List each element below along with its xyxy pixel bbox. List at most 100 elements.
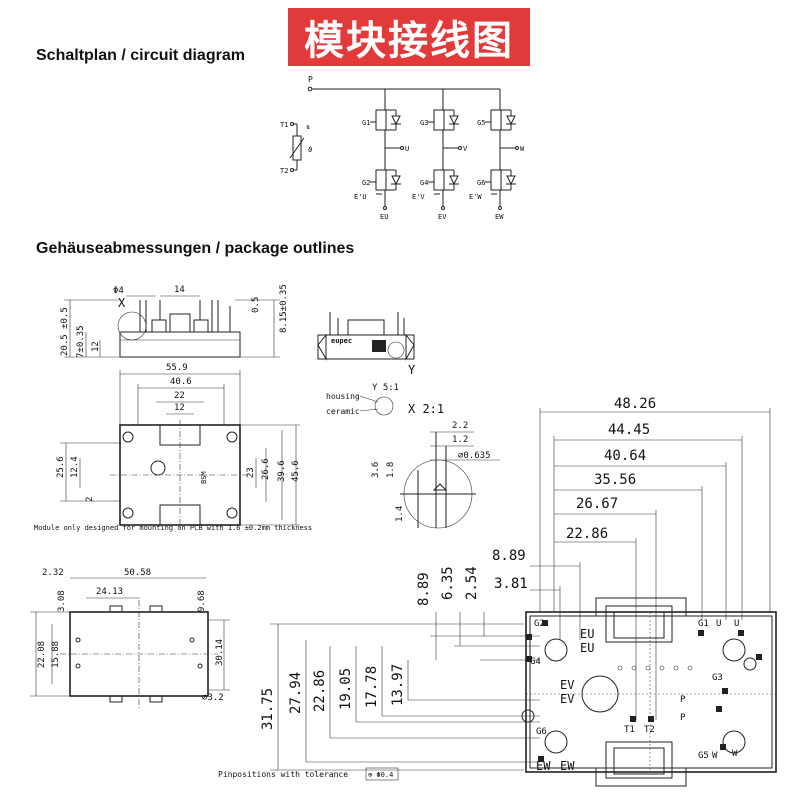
dim-0-635: ⌀0.635 [458, 451, 491, 461]
dim-31-75: 31.75 [260, 688, 276, 730]
dim-22: 22 [174, 391, 185, 401]
label-y51: Y 5:1 [372, 383, 399, 393]
label-g6: G6 [477, 179, 485, 187]
pin-w-1: W [712, 751, 718, 761]
label-ceramic: ceramic [326, 407, 360, 416]
dim-23: 23 [246, 467, 256, 478]
label-eu-prime: E'U [354, 193, 367, 201]
dim-27-94: 27.94 [288, 672, 304, 714]
label-theta: ϑ [308, 146, 312, 154]
label-x21: X 2:1 [408, 402, 444, 416]
dim-22-08: 22.08 [37, 641, 47, 668]
dim-40-6: 40.6 [170, 377, 192, 387]
pin-g6: G6 [536, 727, 547, 737]
pin-u-1: U [716, 619, 721, 629]
side-view: X Φ4 14 0.5 8.15±0.35 20.5 ±0.5 7±0.35 1… [60, 284, 289, 358]
label-g5: G5 [477, 119, 485, 127]
pin-position-view: 48.26 44.45 40.64 35.56 26.67 22.86 8.89… [260, 396, 777, 787]
dim-40-64: 40.64 [604, 448, 646, 464]
dim-30-14: 30.14 [215, 639, 225, 666]
module-label-block [372, 340, 386, 352]
pin-grid-dots [617, 665, 693, 671]
pin-u-2: U [734, 619, 739, 629]
dim-39-6: 39.6 [277, 460, 287, 482]
dim-12-4: 12.4 [70, 456, 80, 478]
dim-2: 2 [85, 497, 95, 502]
dim-19-05: 19.05 [338, 668, 354, 710]
pin-g3: G3 [712, 673, 723, 683]
detail-views: Y 5:1 housing ceramic X 2:1 2.2 1.2 ⌀0.6… [326, 383, 500, 529]
label-w: W [520, 145, 525, 153]
thermistor-symbol: T1 T2 ⇅ ϑ [280, 121, 312, 175]
pin-g4: G4 [530, 657, 541, 667]
dim-7: 7±0.35 [76, 325, 86, 358]
pin-p-1: P [680, 695, 686, 705]
label-ew: EW [495, 213, 504, 221]
dim-13-97: 13.97 [390, 664, 406, 706]
dim-50-58: 50.58 [124, 568, 151, 578]
label-ew-prime: E'W [469, 193, 482, 201]
dim-0-5: 0.5 [251, 297, 261, 313]
label-detail-y: Y [408, 363, 416, 377]
half-bridge-u: G1 G2 U E'U EU [354, 89, 409, 221]
dim-3-81: 3.81 [494, 576, 528, 592]
half-bridge-v: G3 G4 V E'V EV [412, 89, 468, 221]
thermistor-arrows: ⇅ [306, 123, 310, 131]
pin-eu-1: EU [580, 627, 594, 641]
top-view: 55.9 40.6 22 12 BSM 25.6 12.4 2 23 26.6 … [56, 363, 301, 530]
pin-eu-2: EU [580, 641, 594, 655]
dim-14: 14 [174, 285, 185, 295]
pin-ev-1: EV [560, 678, 574, 692]
banner-title: 模块接线图 [288, 8, 530, 66]
label-eu: EU [380, 213, 388, 221]
label-v: V [463, 145, 468, 153]
dim-12-top: 12 [174, 403, 185, 413]
dim-48-26: 48.26 [614, 396, 656, 412]
dim-12: 12 [91, 341, 101, 352]
dim-3-2: ⌀3.2 [202, 693, 224, 703]
tolerance-label: Pinpositions with tolerance [218, 770, 348, 779]
dim-44-45: 44.45 [608, 422, 650, 438]
pin-p-2: P [680, 713, 686, 723]
label-g1: G1 [362, 119, 370, 127]
label-ev: EV [438, 213, 447, 221]
pin-t1: T1 [624, 725, 635, 735]
label-t1: T1 [280, 121, 288, 129]
dim-22-86-v: 22.86 [312, 670, 328, 712]
pin-ev-2: EV [560, 692, 574, 706]
dim-9-68: 9.68 [197, 590, 207, 612]
dim-2-2: 2.2 [452, 421, 468, 431]
dim-1-4: 1.4 [395, 506, 405, 522]
label-ev-prime: E'V [412, 193, 425, 201]
pin-ew-1: EW [536, 759, 551, 773]
label-housing: housing [326, 392, 360, 401]
dim-24-13: 24.13 [96, 587, 123, 597]
label-g3: G3 [420, 119, 428, 127]
dim-35-56: 35.56 [594, 472, 636, 488]
circuit-diagram: P T1 T2 ⇅ ϑ [280, 75, 525, 221]
module-marking: BSM [200, 471, 208, 484]
dim-2-54: 2.54 [464, 566, 480, 600]
package-outlines-heading: Gehäuseabmessungen / package outlines [36, 240, 355, 257]
dim-1-8: 1.8 [386, 462, 396, 478]
pin-t2: T2 [644, 725, 655, 735]
pin-g1: G1 [698, 619, 709, 629]
dim-45-6: 45.6 [291, 460, 301, 482]
dim-55-9: 55.9 [166, 363, 188, 373]
pin-markers [526, 620, 762, 762]
label-g2: G2 [362, 179, 370, 187]
front-view: eupec Y [317, 312, 416, 377]
label-t2: T2 [280, 167, 288, 175]
dim-3-08: 3.08 [57, 590, 67, 612]
dim-20-5: 20.5 ±0.5 [60, 307, 70, 356]
dim-25-6: 25.6 [56, 456, 66, 478]
label-p: P [308, 75, 313, 84]
dim-8-15: 8.15±0.35 [279, 284, 289, 333]
label-detail-x: X [118, 296, 126, 310]
pin-g5: G5 [698, 751, 709, 761]
dim-17-78: 17.78 [364, 666, 380, 708]
dim-8-89-h: 8.89 [492, 548, 526, 564]
brand-logo: eupec [331, 337, 352, 345]
tolerance-frame [365, 767, 399, 781]
